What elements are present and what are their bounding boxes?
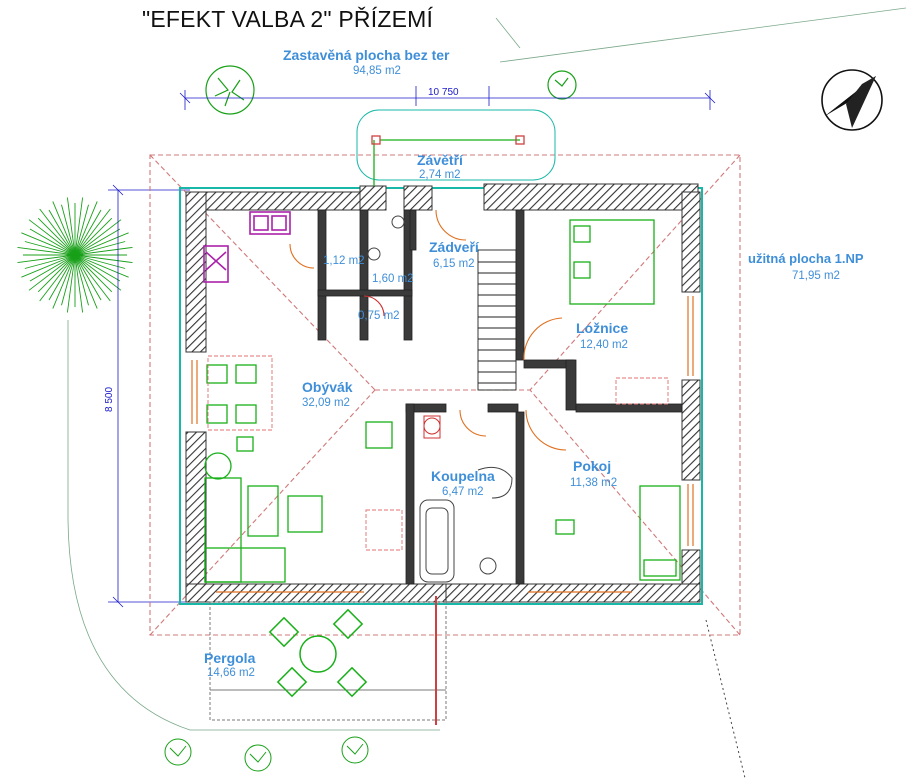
room-area-zavetri: 2,74 m2: [419, 169, 461, 181]
garden-path: [705, 619, 746, 778]
dimension-lines: [108, 86, 716, 608]
room-name-koupelna: Koupelna: [431, 468, 495, 484]
room-area-zadveri: 6,15 m2: [433, 258, 475, 270]
room-area-obyvak: 32,09 m2: [302, 397, 350, 409]
bathroom-fixtures: [367, 215, 513, 583]
built-area-label: Zastavěná plocha bez ter: [283, 47, 450, 63]
furniture-outline: [207, 355, 669, 551]
page-title: "EFEKT VALBA 2" PŘÍZEMÍ: [142, 6, 434, 32]
room-name-pokoj: Pokoj: [573, 458, 612, 474]
room-name-obyvak: Obývák: [302, 379, 353, 395]
usable-area-value: 71,95 m2: [792, 270, 840, 282]
entrance-posts: [371, 135, 525, 186]
door-swings: [289, 209, 567, 451]
north-arrow-icon: [821, 69, 883, 131]
small-room-area: 1,12 m2: [323, 255, 365, 267]
windows: [191, 296, 694, 593]
usable-area-label: užitná plocha 1.NP: [748, 251, 864, 266]
facade-outline: [179, 187, 703, 605]
shrub-icon: [17, 197, 133, 313]
interior-walls: [317, 209, 683, 585]
small-room-area: 1,60 m2: [372, 273, 414, 285]
terrace-outline: [356, 109, 556, 181]
tree-icon: [205, 65, 577, 115]
width-dimension: 10 750: [428, 87, 459, 98]
room-area-loznice: 12,40 m2: [580, 339, 628, 351]
staircase: [477, 249, 517, 391]
room-name-zadveri: Zádveří: [429, 239, 479, 255]
room-name-pergola: Pergola: [204, 650, 256, 666]
site-boundary: [67, 7, 906, 731]
furniture: [204, 219, 681, 583]
room-name-loznice: Ložnice: [576, 320, 629, 336]
pergola-furniture: [268, 608, 368, 698]
kitchen-unit: [203, 211, 291, 283]
depth-dimension: 8 500: [104, 386, 115, 412]
room-name-zavetri: Závětří: [417, 152, 463, 168]
shrub-icon: [164, 736, 369, 772]
small-room-area: 0,75 m2: [358, 310, 400, 322]
built-area-value: 94,85 m2: [353, 65, 401, 77]
pergola: [209, 596, 447, 725]
room-area-pokoj: 11,38 m2: [570, 477, 618, 489]
room-area-pergola: 14,66 m2: [207, 667, 255, 679]
roof-outline: [149, 154, 741, 636]
room-area-koupelna: 6,47 m2: [442, 486, 484, 498]
